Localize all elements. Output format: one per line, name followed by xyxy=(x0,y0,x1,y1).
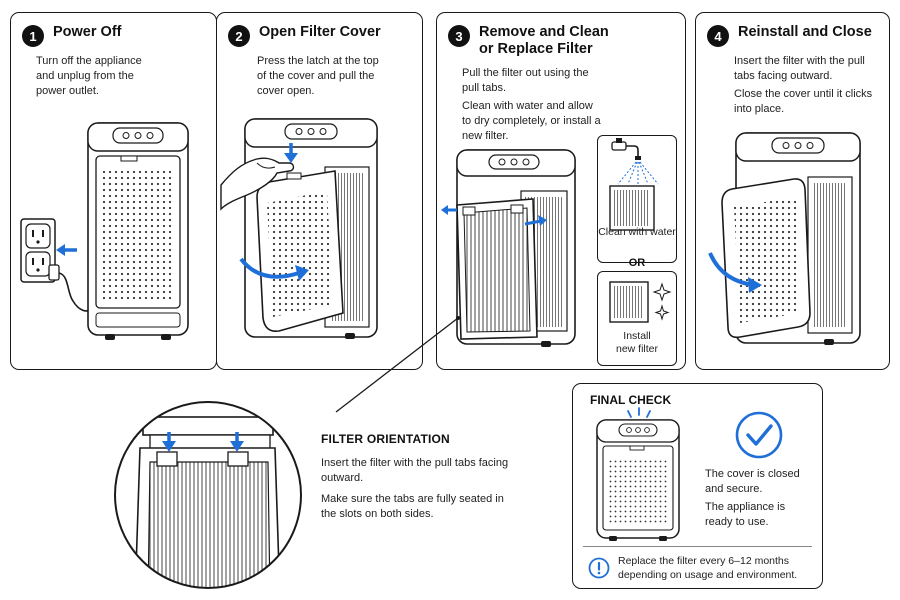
magnified-filter-view xyxy=(115,402,301,588)
step-3-text-2: Clean with water and allow to dry comple… xyxy=(462,100,601,142)
step-4-header: 4 Reinstall and Close xyxy=(707,24,872,47)
arrow-down-icon xyxy=(162,432,176,452)
step-4-text-2: Close the cover until it clicks into pla… xyxy=(734,88,873,115)
open-filter-cover xyxy=(256,170,344,333)
step-3-panel: 3 Remove and Clean or Replace Filter Pul… xyxy=(436,12,686,370)
ready-glow-icon xyxy=(627,407,651,418)
step-4-title: Reinstall and Close xyxy=(738,24,872,41)
callout-leader-line xyxy=(335,316,460,413)
faucet-icon xyxy=(611,138,641,160)
step-2-text: Press the latch at the top of the cover … xyxy=(257,55,379,97)
arrow-right-icon xyxy=(524,215,547,226)
step-2-title-line: Open Filter Cover xyxy=(259,24,381,40)
step-3-header: 3 Remove and Clean or Replace Filter xyxy=(448,24,609,58)
open-cover-illustration xyxy=(220,118,378,339)
step-1-header: 1 Power Off xyxy=(22,24,121,47)
filter-icon xyxy=(609,281,649,323)
filter-icon xyxy=(609,185,655,231)
step-3-number: 3 xyxy=(448,25,470,47)
unplug-illustration xyxy=(20,122,189,340)
detail-instructions: Insert the filter with the pull tabs fac… xyxy=(321,456,511,528)
magnifier-ring xyxy=(114,401,302,589)
step-4-number: 4 xyxy=(707,25,729,47)
arrow-left-icon xyxy=(56,244,77,256)
air-purifier xyxy=(596,419,680,541)
checkmark-circle-icon xyxy=(735,411,783,459)
curved-arrow-icon xyxy=(708,252,762,293)
arrow-left-icon xyxy=(441,205,457,215)
step-2-header: 2 Open Filter Cover xyxy=(228,24,381,47)
step-1-title: Power Off xyxy=(53,24,121,41)
step-3-title: Remove and Clean or Replace Filter xyxy=(479,24,609,58)
step-3-title-line-2: or Replace Filter xyxy=(479,41,593,57)
arrow-down-icon xyxy=(284,143,298,163)
wall-outlet-icon xyxy=(20,218,56,283)
arrow-down-icon xyxy=(230,432,244,452)
final-check-illustration xyxy=(596,407,783,541)
reinstall-illustration xyxy=(708,132,861,345)
step-4-text-1: Insert the filter with the pull tabs fac… xyxy=(734,55,865,82)
or-label: OR xyxy=(628,257,646,269)
plug-icon xyxy=(48,264,92,312)
step-2-number: 2 xyxy=(228,25,250,47)
curved-arrow-icon xyxy=(239,257,309,281)
filter-replacement-note: Replace the filter every 6–12 months dep… xyxy=(618,555,798,581)
info-circle-icon xyxy=(588,557,610,579)
detail-text-1: Insert the filter with the pull tabs fac… xyxy=(321,457,509,484)
step-4-instructions: Insert the filter with the pull tabs fac… xyxy=(734,54,879,120)
step-3-title-line-1: Remove and Clean xyxy=(479,24,609,40)
step-1-title-line: Power Off xyxy=(53,24,122,40)
step-2-instructions: Press the latch at the top of the cover … xyxy=(257,54,385,102)
final-check-panel: FINAL CHECK The cover is closed and secu… xyxy=(572,383,823,589)
remove-filter-illustration xyxy=(441,149,576,347)
water-spray-icon xyxy=(617,161,659,185)
final-divider xyxy=(583,546,812,547)
step-1-number: 1 xyxy=(22,25,44,47)
step-3-instructions: Pull the filter out using the pull tabs.… xyxy=(462,66,602,147)
step-2-title: Open Filter Cover xyxy=(259,24,381,41)
final-check-title: FINAL CHECK xyxy=(590,393,672,407)
final-status-2: The appliance is ready to use. xyxy=(705,501,786,528)
install-illustration xyxy=(609,281,672,323)
install-option-box: Install new filter xyxy=(597,271,677,366)
step-4-title-line: Reinstall and Close xyxy=(738,24,872,40)
final-status-1: The cover is closed and secure. xyxy=(705,468,800,495)
install-option-label: Install new filter xyxy=(615,330,658,355)
sparkle-icon xyxy=(652,282,672,321)
detail-text-2: Make sure the tabs are fully seated in t… xyxy=(321,493,504,520)
clean-option-box: Clean with water xyxy=(597,135,677,263)
step-2-panel: 2 Open Filter Cover Press the latch at t… xyxy=(216,12,423,370)
air-purifier xyxy=(87,122,189,340)
step-1-text: Turn off the appliance and unplug from t… xyxy=(36,55,142,97)
detail-title: FILTER ORIENTATION xyxy=(321,432,450,446)
step-3-text-1: Pull the filter out using the pull tabs. xyxy=(462,67,589,94)
step-4-panel: 4 Reinstall and Close Insert the filter … xyxy=(695,12,890,370)
step-1-instructions: Turn off the appliance and unplug from t… xyxy=(36,54,156,102)
step-1-panel: 1 Power Off Turn off the appliance and u… xyxy=(10,12,217,370)
clean-illustration xyxy=(609,138,659,231)
clean-option-label: Clean with water xyxy=(598,226,676,238)
hand-icon xyxy=(220,157,295,211)
filter-being-removed xyxy=(456,198,538,340)
